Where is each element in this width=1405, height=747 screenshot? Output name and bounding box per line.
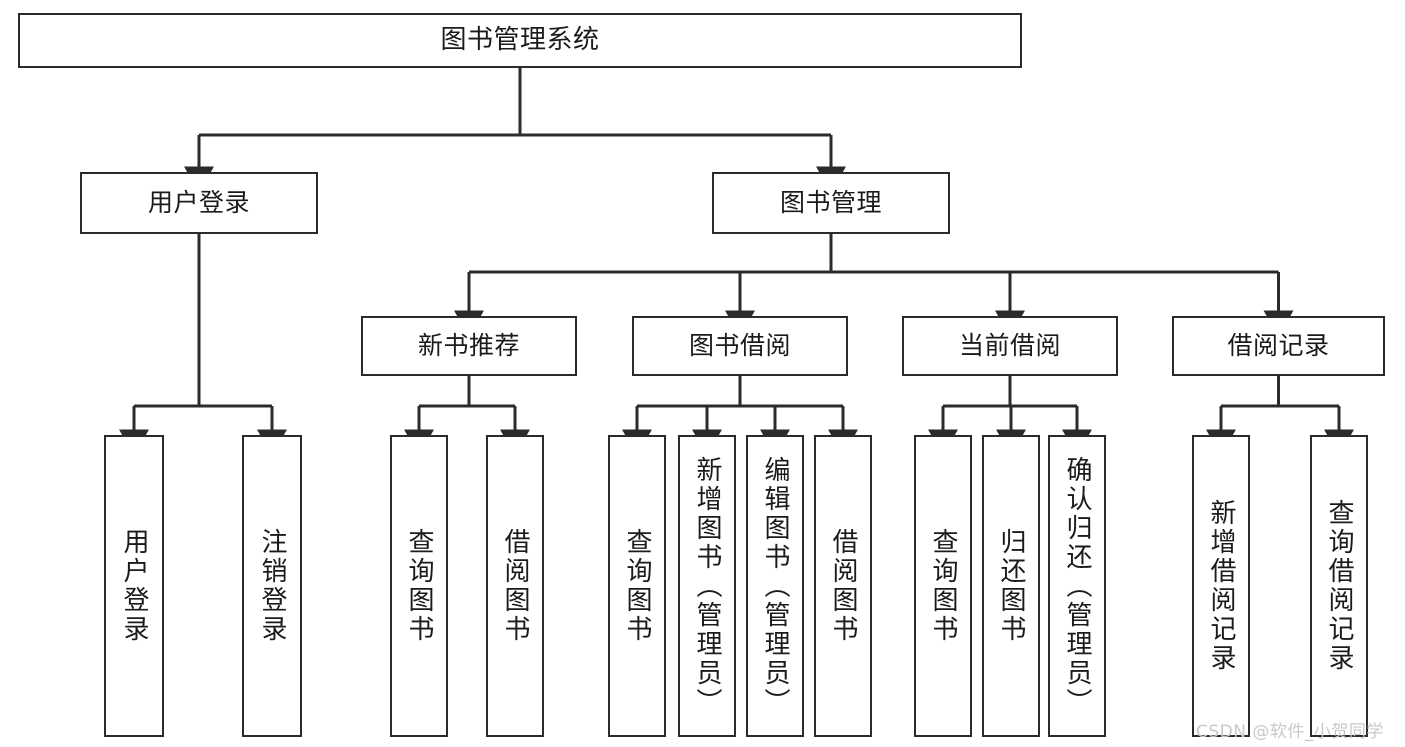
node-label: 编辑图书（管理员） <box>760 455 790 717</box>
node-label: 新书推荐 <box>417 330 520 360</box>
node-label: 当前借阅 <box>958 330 1061 360</box>
node-label: 查询图书 <box>404 528 434 644</box>
node-label: 用户登录 <box>119 528 149 644</box>
node-root[interactable]: 图书管理系统 <box>18 13 1022 68</box>
node-leaf-query-book-3[interactable]: 查询图书 <box>914 435 972 737</box>
node-leaf-confirm-return[interactable]: 确认归还（管理员） <box>1048 435 1106 737</box>
csdn-watermark: CSDN @软件_小贺同学 <box>1196 722 1384 742</box>
node-leaf-return-book[interactable]: 归还图书 <box>982 435 1040 737</box>
node-leaf-borrow-book-1[interactable]: 借阅图书 <box>486 435 544 737</box>
node-label: 图书管理系统 <box>440 24 600 55</box>
node-label: 新增借阅记录 <box>1206 499 1236 673</box>
node-new-book-rec[interactable]: 新书推荐 <box>361 316 577 376</box>
node-book-manage[interactable]: 图书管理 <box>712 172 950 234</box>
node-leaf-logout[interactable]: 注销登录 <box>242 435 302 737</box>
node-leaf-add-record[interactable]: 新增借阅记录 <box>1192 435 1250 737</box>
node-label: 借阅图书 <box>828 528 858 644</box>
node-label: 借阅图书 <box>500 528 530 644</box>
node-label: 查询借阅记录 <box>1324 499 1354 673</box>
node-label: 用户登录 <box>147 187 250 217</box>
node-borrow-record[interactable]: 借阅记录 <box>1172 316 1385 376</box>
node-label: 新增图书（管理员） <box>692 455 722 717</box>
node-leaf-query-book-1[interactable]: 查询图书 <box>390 435 448 737</box>
node-label: 图书借阅 <box>688 330 791 360</box>
node-leaf-edit-book[interactable]: 编辑图书（管理员） <box>746 435 804 737</box>
node-leaf-user-login[interactable]: 用户登录 <box>104 435 164 737</box>
node-label: 查询图书 <box>928 528 958 644</box>
node-label: 图书管理 <box>779 187 882 217</box>
node-leaf-query-book-2[interactable]: 查询图书 <box>608 435 666 737</box>
node-leaf-add-book[interactable]: 新增图书（管理员） <box>678 435 736 737</box>
node-leaf-query-record[interactable]: 查询借阅记录 <box>1310 435 1368 737</box>
node-label: 查询图书 <box>622 528 652 644</box>
node-label: 归还图书 <box>996 528 1026 644</box>
node-label: 注销登录 <box>257 528 287 644</box>
node-leaf-borrow-book-2[interactable]: 借阅图书 <box>814 435 872 737</box>
node-current-borrow[interactable]: 当前借阅 <box>902 316 1118 376</box>
node-user-login[interactable]: 用户登录 <box>80 172 318 234</box>
node-book-borrow[interactable]: 图书借阅 <box>632 316 848 376</box>
node-label: 借阅记录 <box>1227 330 1330 360</box>
edge-group <box>119 68 1354 457</box>
node-label: 确认归还（管理员） <box>1062 455 1092 717</box>
